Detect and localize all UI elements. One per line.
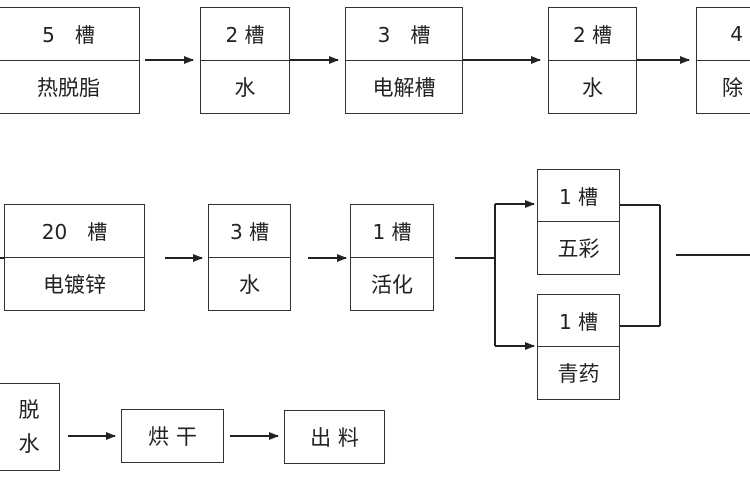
process-box-rainbow-passivation: 1 槽 五彩: [537, 169, 620, 275]
process-box-rinse-3: 3 槽 水: [208, 204, 291, 311]
process-box-hot-degrease: 5 槽 热脱脂: [0, 7, 140, 114]
tank-count: 5 槽: [0, 8, 139, 61]
process-box-dewater: 脱 水: [0, 383, 60, 471]
process-box-drying: 烘 干: [121, 409, 224, 463]
tank-count: 3 槽: [346, 8, 462, 61]
process-name: 出 料: [310, 426, 359, 450]
process-name: 除: [722, 75, 743, 100]
process-box-cutoff: 4 除: [696, 7, 750, 114]
process-name: 水: [234, 75, 256, 100]
process-name: 电镀锌: [43, 272, 106, 297]
process-name: 青药: [557, 362, 600, 386]
process-box-activation: 1 槽 活化: [350, 204, 434, 311]
process-box-rinse-1: 2 槽 水: [200, 7, 290, 114]
tank-count: 1 槽: [538, 295, 619, 347]
process-box-zinc-plating: 20 槽 电镀锌: [4, 204, 145, 311]
process-box-rinse-2: 2 槽 水: [548, 7, 637, 114]
tank-count: 1 槽: [538, 170, 619, 222]
tank-count: 20 槽: [5, 205, 144, 258]
process-name: 五彩: [557, 237, 600, 261]
process-name: 水: [582, 75, 603, 100]
process-box-output: 出 料: [284, 410, 385, 464]
process-name: 水: [239, 272, 260, 297]
dewater-char-1: 脱: [18, 398, 40, 422]
tank-count: 1 槽: [351, 205, 433, 258]
process-box-blue-passivation: 1 槽 青药: [537, 294, 620, 400]
tank-count: 2 槽: [201, 8, 289, 61]
tank-count: 3 槽: [209, 205, 290, 258]
tank-count: 4: [697, 8, 750, 61]
tank-count: 2 槽: [549, 8, 636, 61]
dewater-char-2: 水: [18, 432, 40, 456]
process-name: 活化: [371, 272, 413, 297]
process-name: 热脱脂: [37, 75, 100, 100]
process-name: 烘 干: [148, 425, 197, 449]
process-box-electrolytic: 3 槽 电解槽: [345, 7, 463, 114]
process-name: 电解槽: [372, 75, 436, 100]
